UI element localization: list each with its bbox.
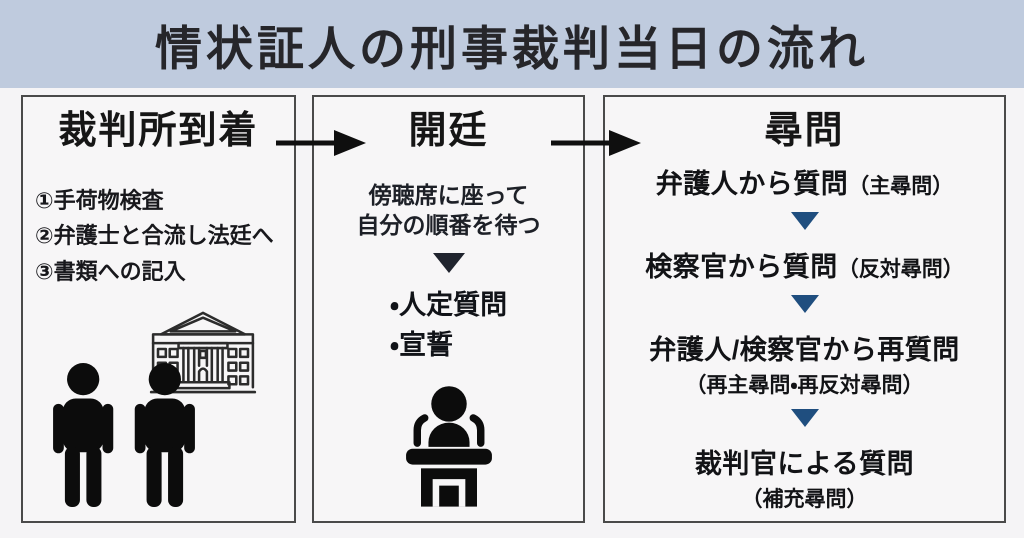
- exam-step-sub: （補充尋問）: [741, 487, 868, 511]
- exam-step-sub: （再主尋問・再反対尋問）: [685, 373, 924, 397]
- exam-step-judge-question: 裁判官による質問 （補充尋問）: [695, 442, 914, 512]
- right-arrow-icon: [551, 130, 641, 156]
- two-people-icon: [53, 363, 195, 507]
- panel-session: 開廷 傍聴席に座って 自分の順番を待つ ・人定質問 ・宣誓: [312, 95, 585, 523]
- exam-step-sub: （反対尋問）: [837, 257, 964, 281]
- session-bullet-2: ・宣誓: [389, 330, 454, 361]
- arrival-step-1: ①手荷物検査: [35, 187, 164, 213]
- exam-step-prosecutor-question: 検察官から質問（反対尋問）: [645, 245, 964, 284]
- title-banner: 情状証人の刑事裁判当日の流れ: [0, 0, 1024, 88]
- down-triangle-icon: [432, 252, 465, 273]
- page-title: 情状証人の刑事裁判当日の流れ: [155, 21, 869, 75]
- panel-arrival: 裁判所到着 ①手荷物検査 ②弁護士と合流し法廷へ ③書類への記入: [21, 95, 296, 523]
- person-icon: [53, 363, 114, 507]
- down-triangle-icon: [790, 408, 819, 427]
- exam-step-main: 検察官から質問: [645, 251, 838, 282]
- down-triangle-icon: [790, 294, 819, 313]
- panel-session-title: 開廷: [408, 110, 489, 152]
- speaker-podium-icon: [405, 385, 492, 507]
- panel-examination: 尋問 弁護人から質問（主尋問） 検察官から質問（反対尋問） 弁護人/検察官から再…: [603, 95, 1006, 523]
- arrival-step-3: ③書類への記入: [35, 259, 186, 285]
- down-triangle-icon: [790, 211, 819, 230]
- exam-step-requestion: 弁護人/検察官から再質問 （再主尋問・再反対尋問）: [649, 328, 960, 398]
- session-bullet-list: ・人定質問 ・宣誓: [390, 285, 507, 366]
- exam-step-main: 裁判官による質問: [694, 448, 915, 479]
- right-arrow-icon: [276, 130, 366, 156]
- exam-step-defense-question: 弁護人から質問（主尋問）: [656, 162, 954, 201]
- panel-arrival-title: 裁判所到着: [58, 110, 259, 152]
- exam-step-main: 弁護人から質問: [655, 168, 849, 199]
- arrival-step-2: ②弁護士と合流し法廷へ: [35, 223, 274, 249]
- arrival-step-list: ①手荷物検査 ②弁護士と合流し法廷へ ③書類への記入: [23, 183, 294, 290]
- session-bullet-1: ・人定質問: [389, 289, 508, 320]
- wait-line-2: 自分の順番を待つ: [356, 211, 541, 238]
- wait-instruction: 傍聴席に座って 自分の順番を待つ: [357, 181, 541, 241]
- person-icon: [134, 363, 195, 507]
- panel-examination-title: 尋問: [764, 110, 845, 152]
- exam-step-main: 弁護人/検察官から再質問: [649, 334, 960, 365]
- exam-step-sub: （主尋問）: [848, 174, 954, 198]
- wait-line-1: 傍聴席に座って: [368, 181, 529, 208]
